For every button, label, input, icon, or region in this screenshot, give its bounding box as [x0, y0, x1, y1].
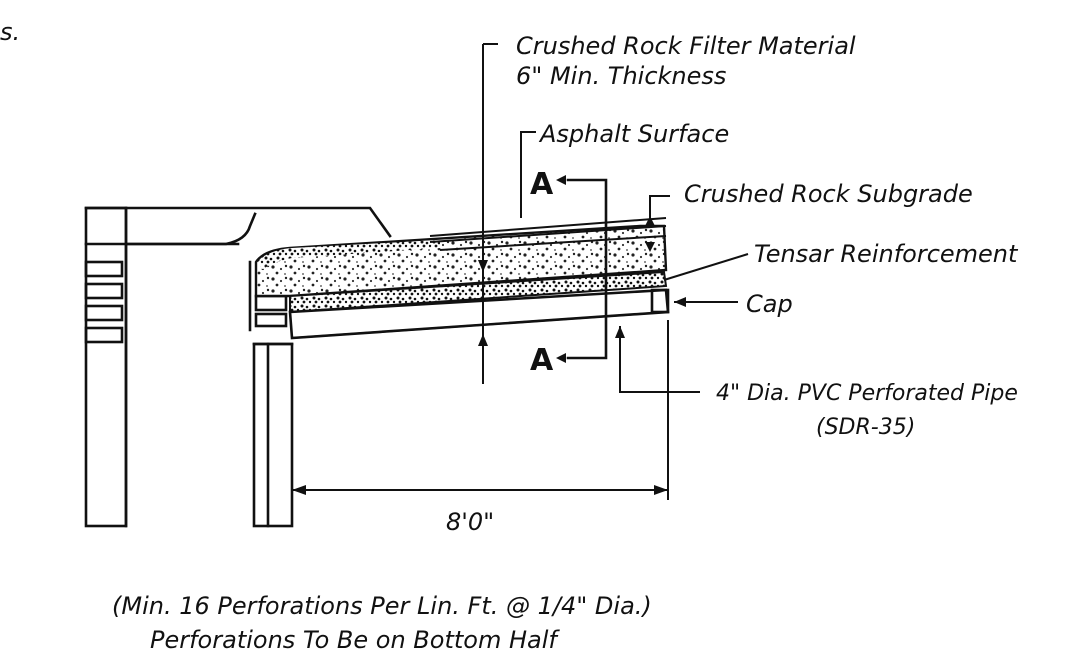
section-mark-bottom: A	[530, 343, 554, 378]
filter-material-label: Crushed Rock Filter Material	[516, 32, 856, 60]
asphalt-layer	[258, 240, 440, 270]
top-left-fragment: s.	[0, 18, 20, 46]
surface-lines	[429, 217, 667, 251]
pipe-label: 4" Dia. PVC Perforated Pipe	[716, 381, 1018, 406]
left-wall	[84, 206, 392, 528]
wall-rungs	[84, 260, 124, 344]
cap-label: Cap	[746, 290, 793, 318]
pipe-spec-label: (SDR-35)	[816, 415, 915, 440]
filter-thickness-label: 6" Min. Thickness	[516, 62, 726, 90]
length-dimension: 8'0"	[291, 320, 669, 536]
section-mark: A A	[530, 167, 608, 378]
dimension-label: 8'0"	[446, 508, 494, 536]
pipe-cap	[650, 288, 670, 314]
filter-material	[254, 224, 668, 298]
crushed-rock-subgrade-label: Crushed Rock Subgrade	[684, 180, 973, 208]
leader-lines	[520, 131, 749, 393]
asphalt-surface-label: Asphalt Surface	[538, 120, 729, 148]
lower-gravel-band	[289, 270, 668, 314]
perforation-note-line1: (Min. 16 Perforations Per Lin. Ft. @ 1/4…	[112, 592, 652, 620]
filter-thickness-dimension	[478, 43, 498, 384]
manhole-body	[248, 260, 294, 528]
perforation-note-line2: Perforations To Be on Bottom Half	[150, 626, 560, 654]
tensar-reinforcement-label: Tensar Reinforcement	[754, 240, 1019, 268]
section-mark-top: A	[530, 167, 554, 202]
